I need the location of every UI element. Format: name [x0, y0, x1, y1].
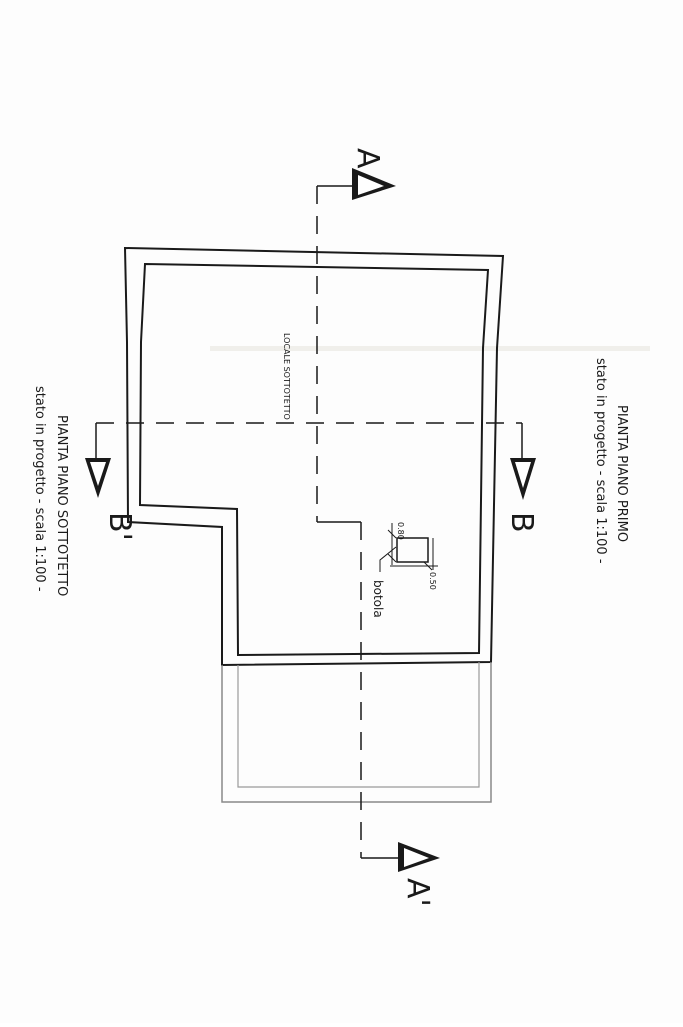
lower-extension-inner	[237, 662, 480, 788]
section-b-prime-arrow-inner	[90, 462, 106, 486]
outer-wall	[123, 246, 505, 667]
title-right-line2: stato in progetto - scala 1:100 -	[593, 358, 608, 564]
hatch-dim-tick-2	[387, 553, 397, 563]
inner-wall	[138, 262, 490, 657]
room-label: LOCALE SOTTOTETTO	[282, 333, 291, 420]
lower-extension-outer	[221, 662, 492, 803]
hatch-height-label: 0.50	[428, 572, 437, 590]
section-b-label: B	[504, 512, 539, 533]
hatch-label: botola	[371, 580, 385, 618]
section-b-prime-label: B'	[102, 512, 137, 541]
hatch-dim-tick-3	[423, 561, 433, 571]
section-a-label: A	[350, 148, 385, 169]
title-right-line1: PIANTA PIANO PRIMO	[614, 405, 629, 542]
section-b-arrow-inner	[515, 462, 531, 488]
title-left-line2: stato in progetto - scala 1:100 -	[32, 386, 47, 592]
hatch-leader	[379, 546, 397, 572]
title-left-line1: PIANTA PIANO SOTTOTETTO	[54, 415, 69, 596]
section-a-prime-arrow-inner	[404, 848, 429, 867]
section-a-arrow-inner	[358, 175, 384, 195]
scan-streak	[210, 346, 650, 351]
section-a-prime-label: A'	[400, 878, 435, 907]
hatch-rectangle	[396, 537, 429, 563]
hatch-width-label: 0.80	[396, 522, 405, 540]
hatch-dim-tick-1	[387, 529, 397, 539]
